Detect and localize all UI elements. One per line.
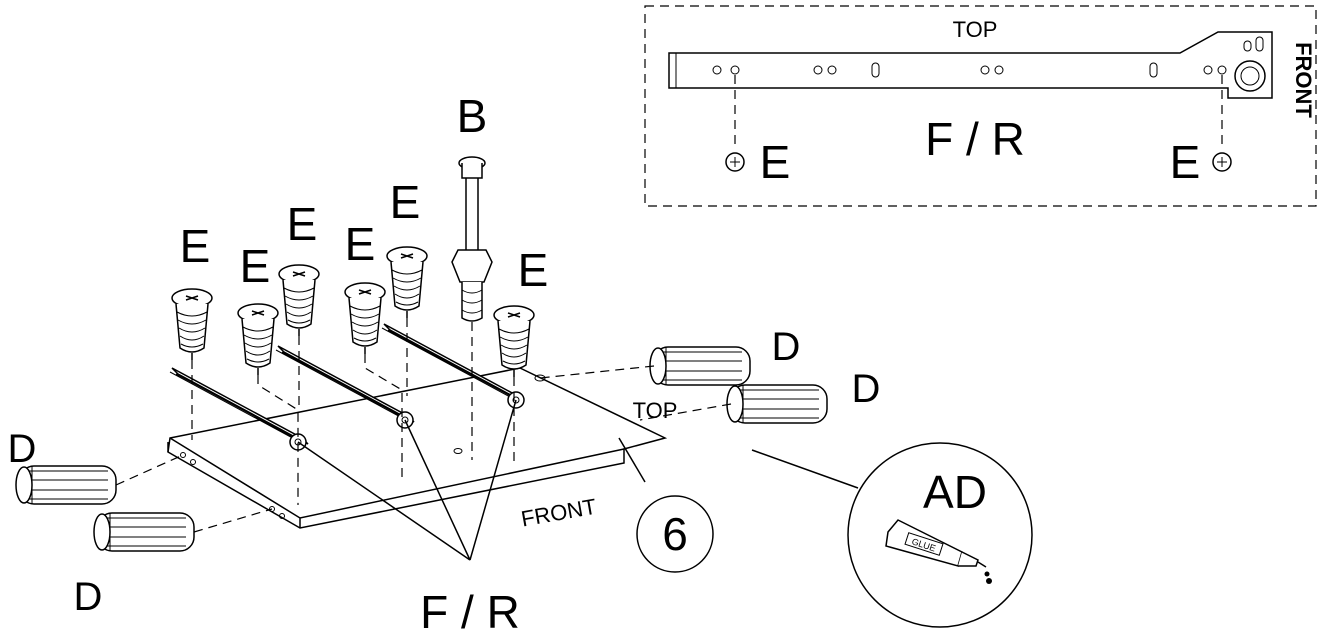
dowel-right-bottom-icon bbox=[726, 384, 828, 424]
screw-label-5: E bbox=[390, 176, 421, 228]
dowel-label-left-bottom: D bbox=[74, 575, 103, 619]
screw-e-2-icon bbox=[237, 303, 279, 376]
rails-label: F / R bbox=[420, 586, 520, 638]
adhesive-callout: AD GLUE bbox=[847, 442, 1033, 628]
screw-label-3: E bbox=[287, 198, 318, 250]
screw-label-2: E bbox=[240, 240, 271, 292]
screw-e-3-icon bbox=[278, 264, 320, 337]
panel-6 bbox=[167, 367, 668, 529]
dowel-left-top-icon bbox=[15, 465, 117, 505]
inset-top-label: TOP bbox=[953, 17, 998, 42]
inset-border bbox=[644, 5, 1317, 207]
inset-screw-left-label: E bbox=[760, 136, 791, 188]
inset-screw-right-label: E bbox=[1170, 136, 1201, 188]
dowel-left-bottom-icon bbox=[93, 512, 195, 552]
inset-rail-label: F / R bbox=[925, 113, 1025, 165]
screw-label-4: E bbox=[345, 218, 376, 270]
dowel-label-right-bottom: D bbox=[852, 367, 881, 411]
rail-profile bbox=[668, 31, 1273, 99]
dowel-right-top-icon bbox=[649, 346, 751, 386]
dowel-label-left-top: D bbox=[8, 427, 37, 471]
bolt-label: B bbox=[457, 90, 488, 142]
detail-inset: TOP FRONT F / R E E bbox=[644, 5, 1317, 207]
screw-label-1: E bbox=[180, 220, 211, 272]
step-number: 6 bbox=[662, 508, 688, 560]
dowel-label-right-top: D bbox=[772, 325, 801, 369]
inset-screw-left-icon bbox=[725, 152, 745, 172]
adhesive-label: AD bbox=[923, 466, 987, 518]
screw-label-6: E bbox=[518, 244, 549, 296]
panel-front-label: FRONT bbox=[519, 494, 598, 532]
bolt-b-icon bbox=[451, 156, 493, 322]
screw-e-1-icon bbox=[171, 288, 213, 361]
screw-e-5-icon bbox=[386, 246, 428, 319]
inset-screw-right-icon bbox=[1212, 152, 1232, 172]
glue-tube-icon: GLUE bbox=[885, 519, 992, 584]
screw-e-4-icon bbox=[344, 282, 386, 355]
inset-front-label: FRONT bbox=[1291, 42, 1316, 118]
panel-top-label: TOP bbox=[633, 398, 678, 423]
step-number-badge: 6 bbox=[636, 495, 714, 573]
screw-e-6-icon bbox=[493, 305, 535, 378]
rail-wheel-icon bbox=[1234, 60, 1266, 92]
